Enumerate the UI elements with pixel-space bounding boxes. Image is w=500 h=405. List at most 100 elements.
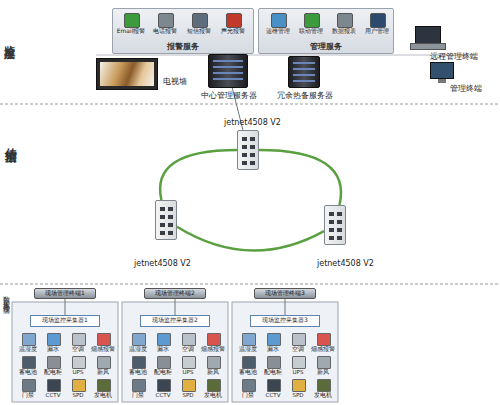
device-icon	[97, 379, 111, 392]
service-icon: 短信报警	[184, 12, 214, 42]
bus-line	[96, 55, 476, 56]
device-label: SPD	[175, 392, 201, 398]
laptop-base	[410, 43, 446, 50]
ring-link	[259, 150, 341, 205]
device-label: SPD	[285, 392, 311, 398]
monitor	[430, 62, 454, 79]
device-label: 配电柜	[150, 369, 176, 375]
device-icon	[157, 379, 171, 392]
switch-port	[168, 207, 173, 211]
node-label: 用户管理	[358, 28, 396, 35]
device-icon	[72, 356, 86, 369]
device-icon	[317, 356, 331, 369]
service-group: 报警服务Email报警电话报警短信报警声光报警	[112, 8, 254, 54]
node-label: 现场监控采集器3	[251, 317, 319, 324]
device-label: 温湿度	[235, 346, 261, 352]
device-icon	[292, 356, 306, 369]
ring-link	[177, 227, 324, 251]
device-label: 温湿度	[15, 346, 41, 352]
device-icon	[242, 379, 256, 392]
device-icon	[157, 333, 171, 346]
service-icon: 联动管理	[296, 12, 326, 42]
node-label: 电视墙	[163, 77, 193, 86]
device-icon	[47, 356, 61, 369]
service-icon: 电话报警	[150, 12, 180, 42]
layer-divider	[0, 284, 500, 285]
device-label: 发电机	[90, 392, 116, 398]
device-label: 发电机	[310, 392, 336, 398]
layer-divider	[0, 104, 500, 105]
device-label: 烟感报警	[90, 346, 116, 352]
device-label: CCTV	[40, 392, 66, 398]
service-icon: 用户管理	[362, 12, 392, 42]
switch-port	[250, 145, 255, 149]
device-icon	[132, 379, 146, 392]
device-label: CCTV	[150, 392, 176, 398]
node-label: jetnet4508 V2	[224, 118, 304, 127]
switch-port	[168, 223, 173, 227]
device-icon	[132, 333, 146, 346]
site-terminal: 现场管理终端1	[34, 288, 96, 299]
device-label: 新风	[200, 369, 226, 375]
device-label: 门禁	[125, 392, 151, 398]
device-label: SPD	[65, 392, 91, 398]
device-icon	[317, 333, 331, 346]
device-label: CCTV	[260, 392, 286, 398]
device-icon	[72, 333, 86, 346]
device-icon	[292, 379, 306, 392]
node-label: 远程管理终端	[430, 52, 492, 61]
switch-port	[337, 228, 342, 232]
drive-bay	[213, 60, 243, 62]
site-terminal: 现场管理终端3	[254, 288, 316, 299]
node-label: 联动管理	[292, 28, 330, 35]
ring-link	[160, 150, 237, 200]
service-icon: Email报警	[116, 12, 146, 42]
node-label: jetnet4508 V2	[134, 259, 214, 268]
device-label: 空调	[175, 346, 201, 352]
device-label: 空调	[285, 346, 311, 352]
device-label: UPS	[285, 369, 311, 375]
switch-port	[160, 207, 165, 211]
device-icon	[292, 333, 306, 346]
laptop-terminal: 远程管理终端	[410, 26, 446, 50]
switch-port	[242, 145, 247, 149]
layer-label: 数据采集处理层	[2, 290, 10, 304]
switch-port	[337, 220, 342, 224]
device-icon	[182, 356, 196, 369]
network-link	[285, 299, 286, 315]
device-label: 门禁	[235, 392, 261, 398]
device-icon	[267, 333, 281, 346]
device-icon	[207, 379, 221, 392]
device-icon	[22, 333, 36, 346]
screen-image	[100, 62, 154, 86]
switch-port	[168, 231, 173, 235]
switch-port	[329, 236, 334, 240]
layer-label: 监控层	[2, 36, 15, 42]
drive-bay	[293, 62, 315, 64]
device-label: 漏水	[40, 346, 66, 352]
device-label: 新风	[90, 369, 116, 375]
drive-bay	[213, 78, 243, 80]
node-label: jetnet4508 V2	[317, 259, 397, 268]
switch-port	[160, 215, 165, 219]
device-label: 漏水	[150, 346, 176, 352]
service-icon: 声光报警	[218, 12, 248, 42]
device-icon	[132, 356, 146, 369]
icon-graphic	[370, 13, 386, 28]
device-icon	[242, 333, 256, 346]
node-label: 短信报警	[180, 28, 218, 35]
node-label: 现场监控采集器1	[31, 317, 99, 324]
device-icon	[207, 333, 221, 346]
network-switch: jetnet4508 V2	[324, 205, 346, 245]
device-label: 漏水	[260, 346, 286, 352]
server-icon: 冗余热备服务器	[288, 56, 320, 88]
network-switch: jetnet4508 V2	[237, 130, 259, 170]
device-label: 温湿度	[125, 346, 151, 352]
device-icon	[72, 379, 86, 392]
node-label: 声光报警	[214, 28, 252, 35]
node-label: 运维管理	[259, 28, 297, 35]
switch-port	[168, 215, 173, 219]
device-label: 新风	[310, 369, 336, 375]
drive-bay	[213, 66, 243, 68]
